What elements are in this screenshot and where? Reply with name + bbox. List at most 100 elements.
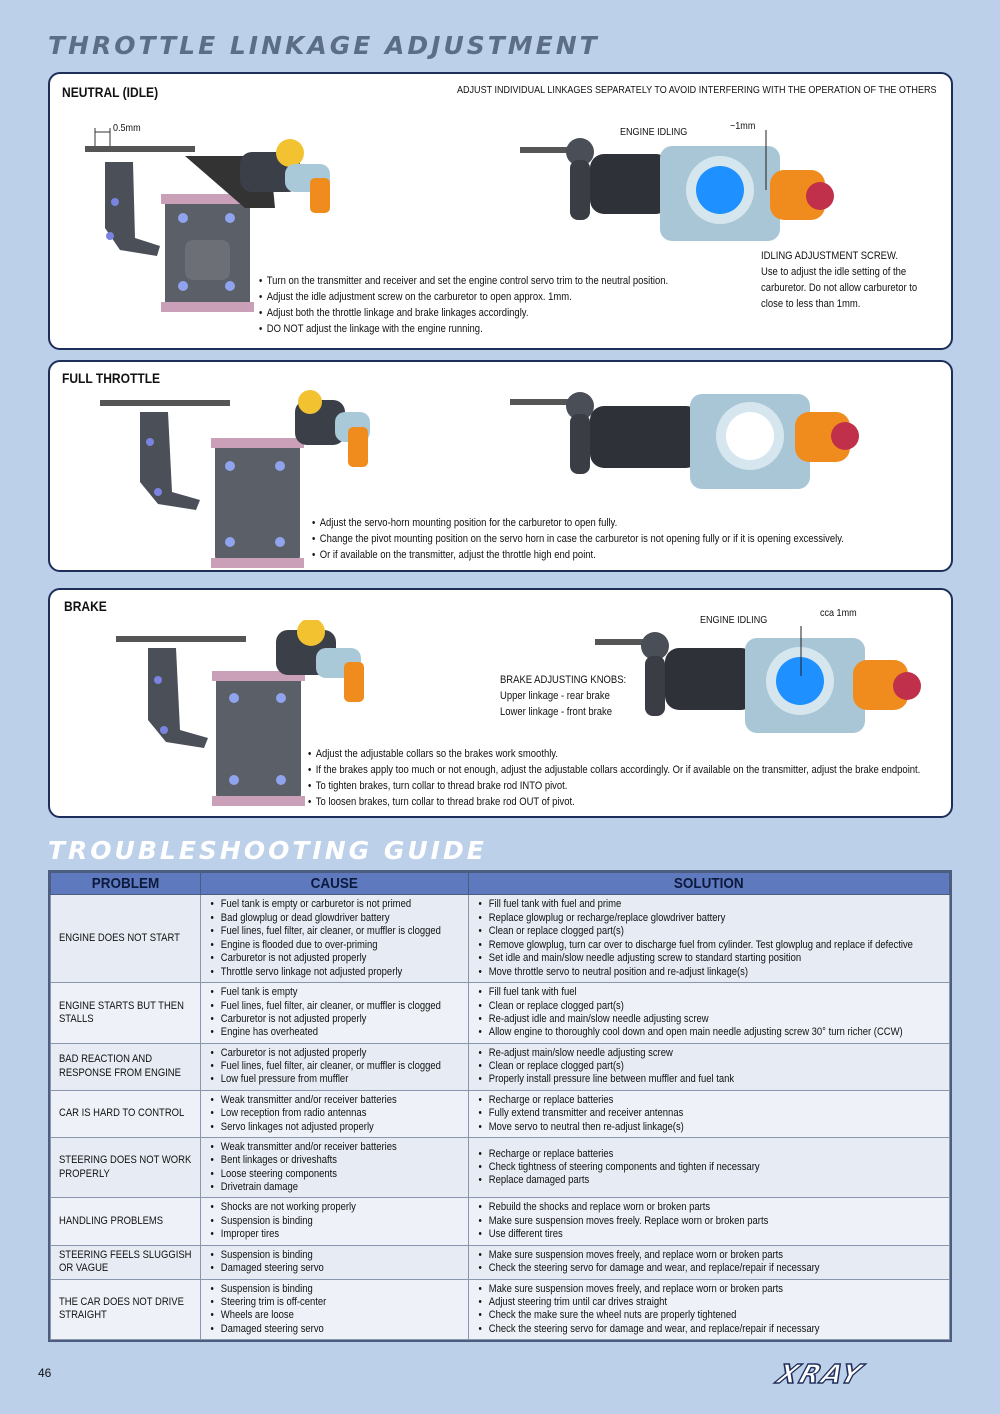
solution-cell: Re-adjust main/slow needle adjusting scr… — [468, 1042, 950, 1091]
brake-panel: BRAKE ENGINE IDLING cca 1mm BRAKE ADJUST… — [48, 588, 953, 818]
list-item: Replace glowplug or recharge/replace glo… — [475, 912, 942, 926]
list-item: Clean or replace clogged part(s) — [475, 1060, 942, 1074]
problem-cell: THE CAR DOES NOT DRIVE STRAIGHT — [50, 1278, 201, 1341]
table-row: STEERING DOES NOT WORK PROPERLY Weak tran… — [50, 1137, 950, 1199]
list-item: Low fuel pressure from muffler — [207, 1073, 461, 1087]
table-row: HANDLING PROBLEMSShocks are not working … — [50, 1197, 950, 1246]
engine-idling-label: ENGINE IDLING — [700, 614, 768, 626]
list-item: Make sure suspension moves freely, and r… — [475, 1283, 942, 1297]
table-row: THE CAR DOES NOT DRIVE STRAIGHTSuspensio… — [50, 1278, 950, 1341]
brake-instructions: Adjust the adjustable collars so the bra… — [308, 746, 920, 810]
list-item: If the brakes apply too much or not enou… — [308, 762, 920, 778]
table-header-row: PROBLEM CAUSE SOLUTION — [50, 872, 950, 895]
list-item: Adjust the servo-horn mounting position … — [312, 515, 844, 531]
cause-cell: Shocks are not working properlySuspensio… — [200, 1197, 469, 1246]
list-item: Turn on the transmitter and receiver and… — [259, 273, 668, 289]
list-item: Servo linkages not adjusted properly — [207, 1121, 461, 1135]
list-item: Low reception from radio antennas — [207, 1107, 461, 1121]
problem-cell: ENGINE DOES NOT START — [50, 893, 201, 984]
full-throttle-carburetor-illustration — [510, 392, 859, 489]
troubleshooting-title: TROUBLESHOOTING GUIDE — [48, 836, 487, 865]
list-item: Clean or replace clogged part(s) — [475, 925, 942, 939]
table-row: BAD REACTION AND RESPONSE FROM ENGINECar… — [50, 1042, 950, 1091]
column-header-solution: SOLUTION — [468, 872, 950, 895]
list-item: Adjust steering trim until car drives st… — [475, 1296, 942, 1310]
list-item: Allow engine to thoroughly cool down and… — [475, 1026, 942, 1040]
list-item: Re-adjust main/slow needle adjusting scr… — [475, 1047, 942, 1061]
list-item: Adjust the idle adjustment screw on the … — [259, 289, 668, 305]
list-item: Carburetor is not adjusted properly — [207, 952, 461, 966]
list-item: Or if available on the transmitter, adju… — [312, 547, 844, 563]
list-item: Suspension is binding — [207, 1249, 461, 1263]
page-title: THROTTLE LINKAGE ADJUSTMENT — [48, 31, 600, 60]
solution-cell: Fill fuel tank with fuel and primeReplac… — [468, 893, 950, 984]
list-item: Check tightness of steering components a… — [475, 1161, 942, 1175]
cause-cell: Fuel tank is emptyFuel lines, fuel filte… — [200, 982, 469, 1044]
table-row: ENGINE STARTS BUT THEN STALLSFuel tank i… — [50, 982, 950, 1044]
list-item: Loose steering components — [207, 1168, 461, 1182]
table-row: CAR IS HARD TO CONTROL Weak transmitter a… — [50, 1089, 950, 1139]
brand-logo: XRAY — [772, 1359, 867, 1391]
list-item: Damaged steering servo — [207, 1323, 461, 1337]
list-item: Recharge or replace batteries — [475, 1094, 942, 1108]
problem-cell: ENGINE STARTS BUT THEN STALLS — [50, 982, 201, 1044]
full-throttle-instructions: Adjust the servo-horn mounting position … — [312, 515, 844, 563]
screw-note: IDLING ADJUSTMENT SCREW. Use to adjust t… — [761, 250, 918, 310]
list-item: Drivetrain damage — [207, 1181, 461, 1195]
page-number: 46 — [38, 1366, 52, 1380]
cause-cell: Fuel tank is empty or carburetor is not … — [200, 893, 469, 984]
solution-cell: Recharge or replace batteriesCheck tight… — [468, 1137, 950, 1199]
list-item: Re-adjust idle and main/slow needle adju… — [475, 1013, 942, 1027]
cause-cell: Suspension is bindingSteering trim is of… — [200, 1278, 469, 1341]
list-item: Make sure suspension moves freely. Repla… — [475, 1215, 942, 1229]
list-item: To loosen brakes, turn collar to thread … — [308, 794, 920, 810]
list-item: Bad glowplug or dead glowdriver battery — [207, 912, 461, 926]
list-item: To tighten brakes, turn collar to thread… — [308, 778, 920, 794]
list-item: Engine is flooded due to over-priming — [207, 939, 461, 953]
list-item: Use different tires — [475, 1228, 942, 1242]
solution-cell: Recharge or replace batteriesFully exten… — [468, 1089, 950, 1139]
solution-cell: Fill fuel tank with fuelClean or replace… — [468, 982, 950, 1044]
full-throttle-linkage-illustration — [100, 390, 370, 568]
column-header-problem: PROBLEM — [50, 872, 201, 895]
list-item: Adjust the adjustable collars so the bra… — [308, 746, 920, 762]
problem-cell: STEERING DOES NOT WORK PROPERLY — [50, 1137, 201, 1199]
solution-cell: Rebuild the shocks and replace worn or b… — [468, 1197, 950, 1246]
brake-carburetor-illustration — [595, 626, 921, 733]
list-item: Move servo to neutral then re-adjust lin… — [475, 1121, 942, 1135]
cause-cell: Carburetor is not adjusted properlyFuel … — [200, 1042, 469, 1091]
list-item: Fuel tank is empty — [207, 986, 461, 1000]
list-item: Fuel lines, fuel filter, air cleaner, or… — [207, 1060, 461, 1074]
problem-cell: HANDLING PROBLEMS — [50, 1197, 201, 1246]
list-item: Fill fuel tank with fuel and prime — [475, 898, 942, 912]
neutral-heading: NEUTRAL (IDLE) — [62, 84, 159, 100]
list-item: Wheels are loose — [207, 1309, 461, 1323]
neutral-panel: NEUTRAL (IDLE) ADJUST INDIVIDUAL LINKAGE… — [48, 72, 953, 350]
list-item: Check the steering servo for damage and … — [475, 1262, 942, 1276]
list-item: Fuel lines, fuel filter, air cleaner, or… — [207, 1000, 461, 1014]
gap-label: 0.5mm — [113, 122, 141, 134]
neutral-carburetor-illustration — [520, 130, 834, 241]
solution-cell: Make sure suspension moves freely, and r… — [468, 1278, 950, 1341]
list-item: Weak transmitter and/or receiver batteri… — [207, 1141, 461, 1155]
linkage-note: ADJUST INDIVIDUAL LINKAGES SEPARATELY TO… — [457, 84, 937, 96]
engine-idling-label: ENGINE IDLING — [620, 126, 688, 138]
list-item: Change the pivot mounting position on th… — [312, 531, 844, 547]
cause-cell: Weak transmitter and/or receiver batteri… — [200, 1137, 469, 1199]
list-item: Properly install pressure line between m… — [475, 1073, 942, 1087]
problem-cell: CAR IS HARD TO CONTROL — [50, 1089, 201, 1139]
list-item: Check the make sure the wheel nuts are p… — [475, 1309, 942, 1323]
troubleshooting-table: PROBLEM CAUSE SOLUTION ENGINE DOES NOT S… — [48, 870, 952, 1342]
list-item: Set idle and main/slow needle adjusting … — [475, 952, 942, 966]
idling-gap-label: ~1mm — [730, 120, 756, 132]
list-item: Replace damaged parts — [475, 1174, 942, 1188]
list-item: Fully extend transmitter and receiver an… — [475, 1107, 942, 1121]
list-item: Carburetor is not adjusted properly — [207, 1013, 461, 1027]
list-item: Fill fuel tank with fuel — [475, 986, 942, 1000]
list-item: Weak transmitter and/or receiver batteri… — [207, 1094, 461, 1108]
cause-cell: Weak transmitter and/or receiver batteri… — [200, 1089, 469, 1139]
list-item: Engine has overheated — [207, 1026, 461, 1040]
list-item: Make sure suspension moves freely, and r… — [475, 1249, 942, 1263]
idling-gap-label: cca 1mm — [820, 607, 857, 619]
list-item: Carburetor is not adjusted properly — [207, 1047, 461, 1061]
